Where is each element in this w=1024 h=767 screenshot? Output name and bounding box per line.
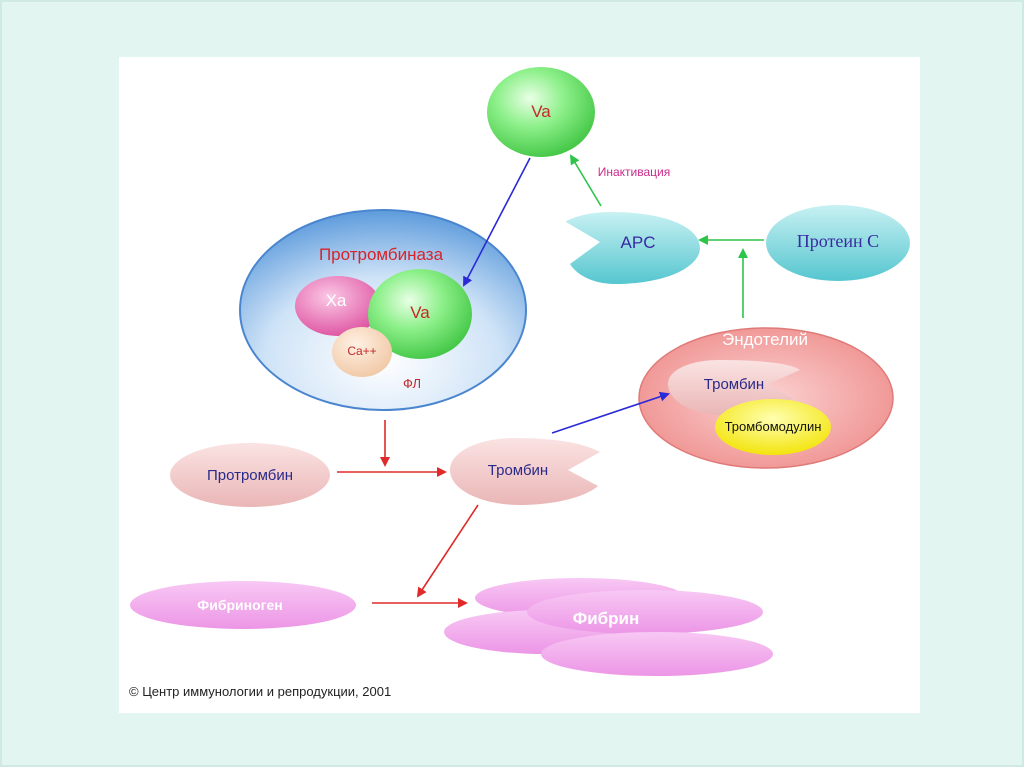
prothrombin-label: Протромбин (207, 467, 293, 484)
xa-node (295, 276, 381, 336)
va-complex-node (368, 269, 472, 359)
apc-label: APC (621, 233, 656, 252)
fibrin-label: Фибрин (573, 609, 640, 628)
fibrinogen-label: Фибриноген (197, 597, 282, 613)
arrow-va-to-complex (463, 157, 531, 287)
va-top: Va (487, 67, 595, 157)
arrow-apc-inactivation (569, 154, 602, 207)
thrombin-endo-label: Тромбин (704, 376, 764, 393)
va-top-label: Va (531, 102, 551, 121)
calcium-node (332, 327, 392, 377)
fibrin: Фибрин (444, 578, 773, 676)
phospholipid-label: ФЛ (403, 376, 421, 391)
va-top-node (487, 67, 595, 157)
thrombin: Тромбин (450, 438, 600, 505)
thrombin-node (450, 438, 600, 505)
prothrombin: Протромбин (170, 443, 330, 507)
endothelium: Эндотелий Тромбин Тромбомодулин (638, 327, 894, 469)
apc-node (566, 212, 700, 284)
arrow-thrombin-to-endothelium (551, 391, 670, 434)
xa-label: Xa (326, 291, 347, 310)
prothrombinase-complex: Протромбиназа Xa Va Ca++ ФЛ (239, 209, 527, 411)
apc: APC (566, 212, 700, 284)
endothelium-label: Эндотелий (722, 330, 808, 349)
calcium-label: Ca++ (347, 344, 376, 358)
protein-c-node (766, 205, 910, 281)
thrombin-label: Тромбин (488, 462, 548, 479)
fibrin-strand (527, 590, 763, 634)
inactivation-label: Инактивация (598, 165, 671, 179)
va-complex-label: Va (410, 303, 430, 322)
protein-c-label: Протеин С (797, 231, 879, 251)
thrombomodulin-node (715, 399, 831, 455)
prothrombinase-label: Протромбиназа (319, 245, 444, 264)
fibrinogen-node (130, 581, 356, 629)
protein-c: Протеин С (766, 205, 910, 281)
arrow-thrombin-to-fibrinogen (416, 504, 479, 598)
fibrinogen: Фибриноген (130, 581, 356, 629)
fibrin-strand (541, 632, 773, 676)
prothrombin-node (170, 443, 330, 507)
copyright-text: © Центр иммунологии и репродукции, 2001 (129, 684, 391, 699)
thrombomodulin-label: Тромбомодулин (725, 419, 822, 434)
